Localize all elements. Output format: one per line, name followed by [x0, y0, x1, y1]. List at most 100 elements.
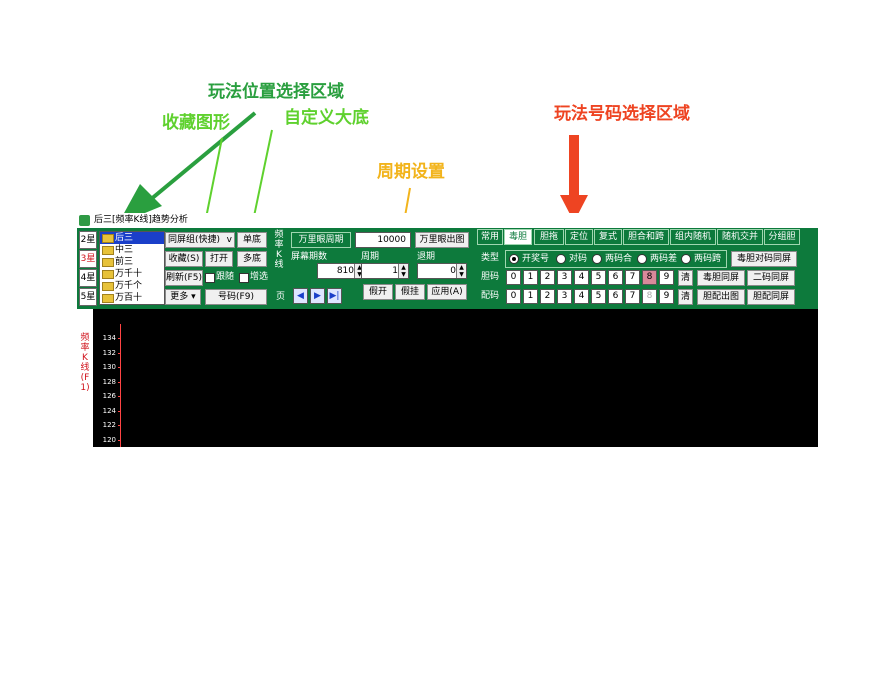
app-window: 后三[频率K线]趋势分析 2星 3星 4星 5星 后三 中三 前三 万千十 万千… — [77, 213, 818, 447]
radio-two-diff[interactable] — [637, 254, 647, 264]
number-f9-button[interactable]: 号码(F9) — [205, 289, 267, 305]
star-4-button[interactable]: 4星 — [79, 269, 97, 287]
list-item[interactable]: 万千个 — [100, 280, 164, 292]
y-tick-mark — [118, 381, 121, 383]
folder-icon — [102, 258, 114, 267]
list-item[interactable]: 后三 — [100, 232, 164, 244]
dan-pei-screen-button[interactable]: 胆配同屏 — [747, 289, 795, 305]
tab-dan-sum-span[interactable]: 胆合和跨 — [623, 229, 669, 245]
star-5-button[interactable]: 5星 — [79, 288, 97, 306]
wanli-chart-button[interactable]: 万里眼出图 — [415, 232, 469, 248]
pei-clear-button[interactable]: 清 — [678, 289, 693, 305]
two-code-screen-button[interactable]: 二码同屏 — [747, 270, 795, 286]
dan-code-label: 胆码 — [481, 272, 500, 282]
tab-position[interactable]: 定位 — [565, 229, 593, 245]
pei-digit-0[interactable]: 0 — [506, 289, 521, 304]
play-position-list[interactable]: 后三 中三 前三 万千十 万千个 万百十 ^ v — [99, 231, 165, 305]
y-tick-mark — [118, 367, 121, 368]
window-title: 后三[频率K线]趋势分析 — [94, 215, 188, 225]
apply-button[interactable]: 应用(A) — [427, 284, 467, 300]
chart-left-panel: 频率K线(F1) — [77, 309, 93, 447]
pei-digit-4[interactable]: 4 — [574, 289, 589, 304]
follow-checkbox[interactable] — [205, 273, 215, 283]
tab-compound[interactable]: 复式 — [594, 229, 622, 245]
dan-digit-9[interactable]: 9 — [659, 270, 674, 285]
vertical-kline-label: 频率K线 — [274, 230, 284, 270]
prev-page-icon[interactable]: ◀ — [293, 288, 308, 304]
radio-two-sum[interactable] — [592, 254, 602, 264]
type-label: 类型 — [481, 253, 500, 263]
spinner-arrows-icon[interactable]: ▲▼ — [354, 264, 364, 278]
open-button[interactable]: 打开 — [205, 251, 233, 267]
pei-digit-6[interactable]: 6 — [608, 289, 623, 304]
spinner-arrows-icon[interactable]: ▲▼ — [398, 264, 408, 278]
screen-group-select[interactable]: 同屏组(快捷) v — [165, 232, 235, 248]
dan-digit-5[interactable]: 5 — [591, 270, 606, 285]
dan-digit-0[interactable]: 0 — [506, 270, 521, 285]
du-dan-pair-button[interactable]: 毒胆对码同屏 — [731, 251, 797, 267]
tab-du-dan[interactable]: 毒胆 — [504, 229, 532, 245]
list-item[interactable]: 万百十 — [100, 292, 164, 304]
tab-dan-tuo[interactable]: 胆拖 — [534, 229, 564, 245]
multi-base-button[interactable]: 多底 — [237, 251, 267, 267]
pei-digit-2[interactable]: 2 — [540, 289, 555, 304]
screen-periods-input[interactable]: 810 ▲▼ — [317, 263, 365, 279]
annotation-custom-base: 自定义大底 — [284, 108, 369, 128]
back-input[interactable]: 0 ▲▼ — [417, 263, 467, 279]
dan-clear-button[interactable]: 清 — [678, 270, 693, 286]
type-radio-group: 开奖号 对码 两码合 两码差 两码跨 — [505, 250, 727, 268]
fake-hang-button[interactable]: 假挂 — [395, 284, 425, 300]
annotation-period-setting: 周期设置 — [377, 162, 445, 182]
pei-digit-8[interactable]: 8 — [642, 289, 657, 304]
list-item[interactable]: 万千十 — [100, 268, 164, 280]
more-button[interactable]: 更多 ▾ — [165, 289, 201, 305]
folder-icon — [102, 234, 114, 243]
radio-two-span[interactable] — [681, 254, 691, 264]
wanli-period-input[interactable]: 10000 — [355, 232, 411, 248]
star-3-button[interactable]: 3星 — [79, 250, 97, 268]
refresh-button[interactable]: 刷新(F5) — [165, 270, 203, 286]
dan-digit-3[interactable]: 3 — [557, 270, 572, 285]
list-item[interactable]: 前三 — [100, 256, 164, 268]
radio-draw-number[interactable] — [509, 254, 519, 264]
add-select-checkbox[interactable] — [239, 273, 249, 283]
add-select-label: 增选 — [250, 272, 269, 282]
list-item[interactable]: 中三 — [100, 244, 164, 256]
app-icon — [79, 215, 90, 226]
dan-digit-6[interactable]: 6 — [608, 270, 623, 285]
favorite-button[interactable]: 收藏(S) — [165, 251, 203, 267]
tab-random-intersect[interactable]: 随机交并 — [717, 229, 763, 245]
next-page-icon[interactable]: ▶ — [310, 288, 325, 304]
du-dan-screen-button[interactable]: 毒胆同屏 — [697, 270, 745, 286]
wanli-period-label: 万里眼周期 — [291, 232, 351, 248]
dan-digit-8[interactable]: 8 — [642, 270, 657, 285]
annotation-play-position: 玩法位置选择区域 — [208, 82, 344, 102]
y-axis-line — [120, 324, 121, 447]
annotation-favorites: 收藏图形 — [162, 113, 230, 133]
pei-digit-1[interactable]: 1 — [523, 289, 538, 304]
title-bar: 后三[频率K线]趋势分析 — [77, 213, 818, 228]
tab-group-dan[interactable]: 分组胆 — [764, 229, 800, 245]
cycle-input[interactable]: 1 ▲▼ — [361, 263, 409, 279]
dan-digit-1[interactable]: 1 — [523, 270, 538, 285]
dan-digit-7[interactable]: 7 — [625, 270, 640, 285]
y-tick-mark — [118, 410, 121, 412]
y-tick-label: 134 — [102, 334, 116, 342]
pei-digit-9[interactable]: 9 — [659, 289, 674, 304]
pei-digit-5[interactable]: 5 — [591, 289, 606, 304]
tab-common[interactable]: 常用 — [477, 229, 503, 245]
dan-digit-2[interactable]: 2 — [540, 270, 555, 285]
fake-open-button[interactable]: 假开 — [363, 284, 393, 300]
spinner-arrows-icon[interactable]: ▲▼ — [456, 264, 466, 278]
radio-pair-code[interactable] — [556, 254, 566, 264]
annotation-number-area: 玩法号码选择区域 — [554, 104, 690, 124]
pei-digit-7[interactable]: 7 — [625, 289, 640, 304]
single-base-button[interactable]: 单底 — [237, 232, 267, 248]
dan-pei-chart-button[interactable]: 胆配出图 — [697, 289, 745, 305]
last-page-icon[interactable]: ▶| — [327, 288, 342, 304]
pei-digit-3[interactable]: 3 — [557, 289, 572, 304]
star-2-button[interactable]: 2星 — [79, 231, 97, 249]
dan-digit-4[interactable]: 4 — [574, 270, 589, 285]
tab-group-random[interactable]: 组内随机 — [670, 229, 716, 245]
